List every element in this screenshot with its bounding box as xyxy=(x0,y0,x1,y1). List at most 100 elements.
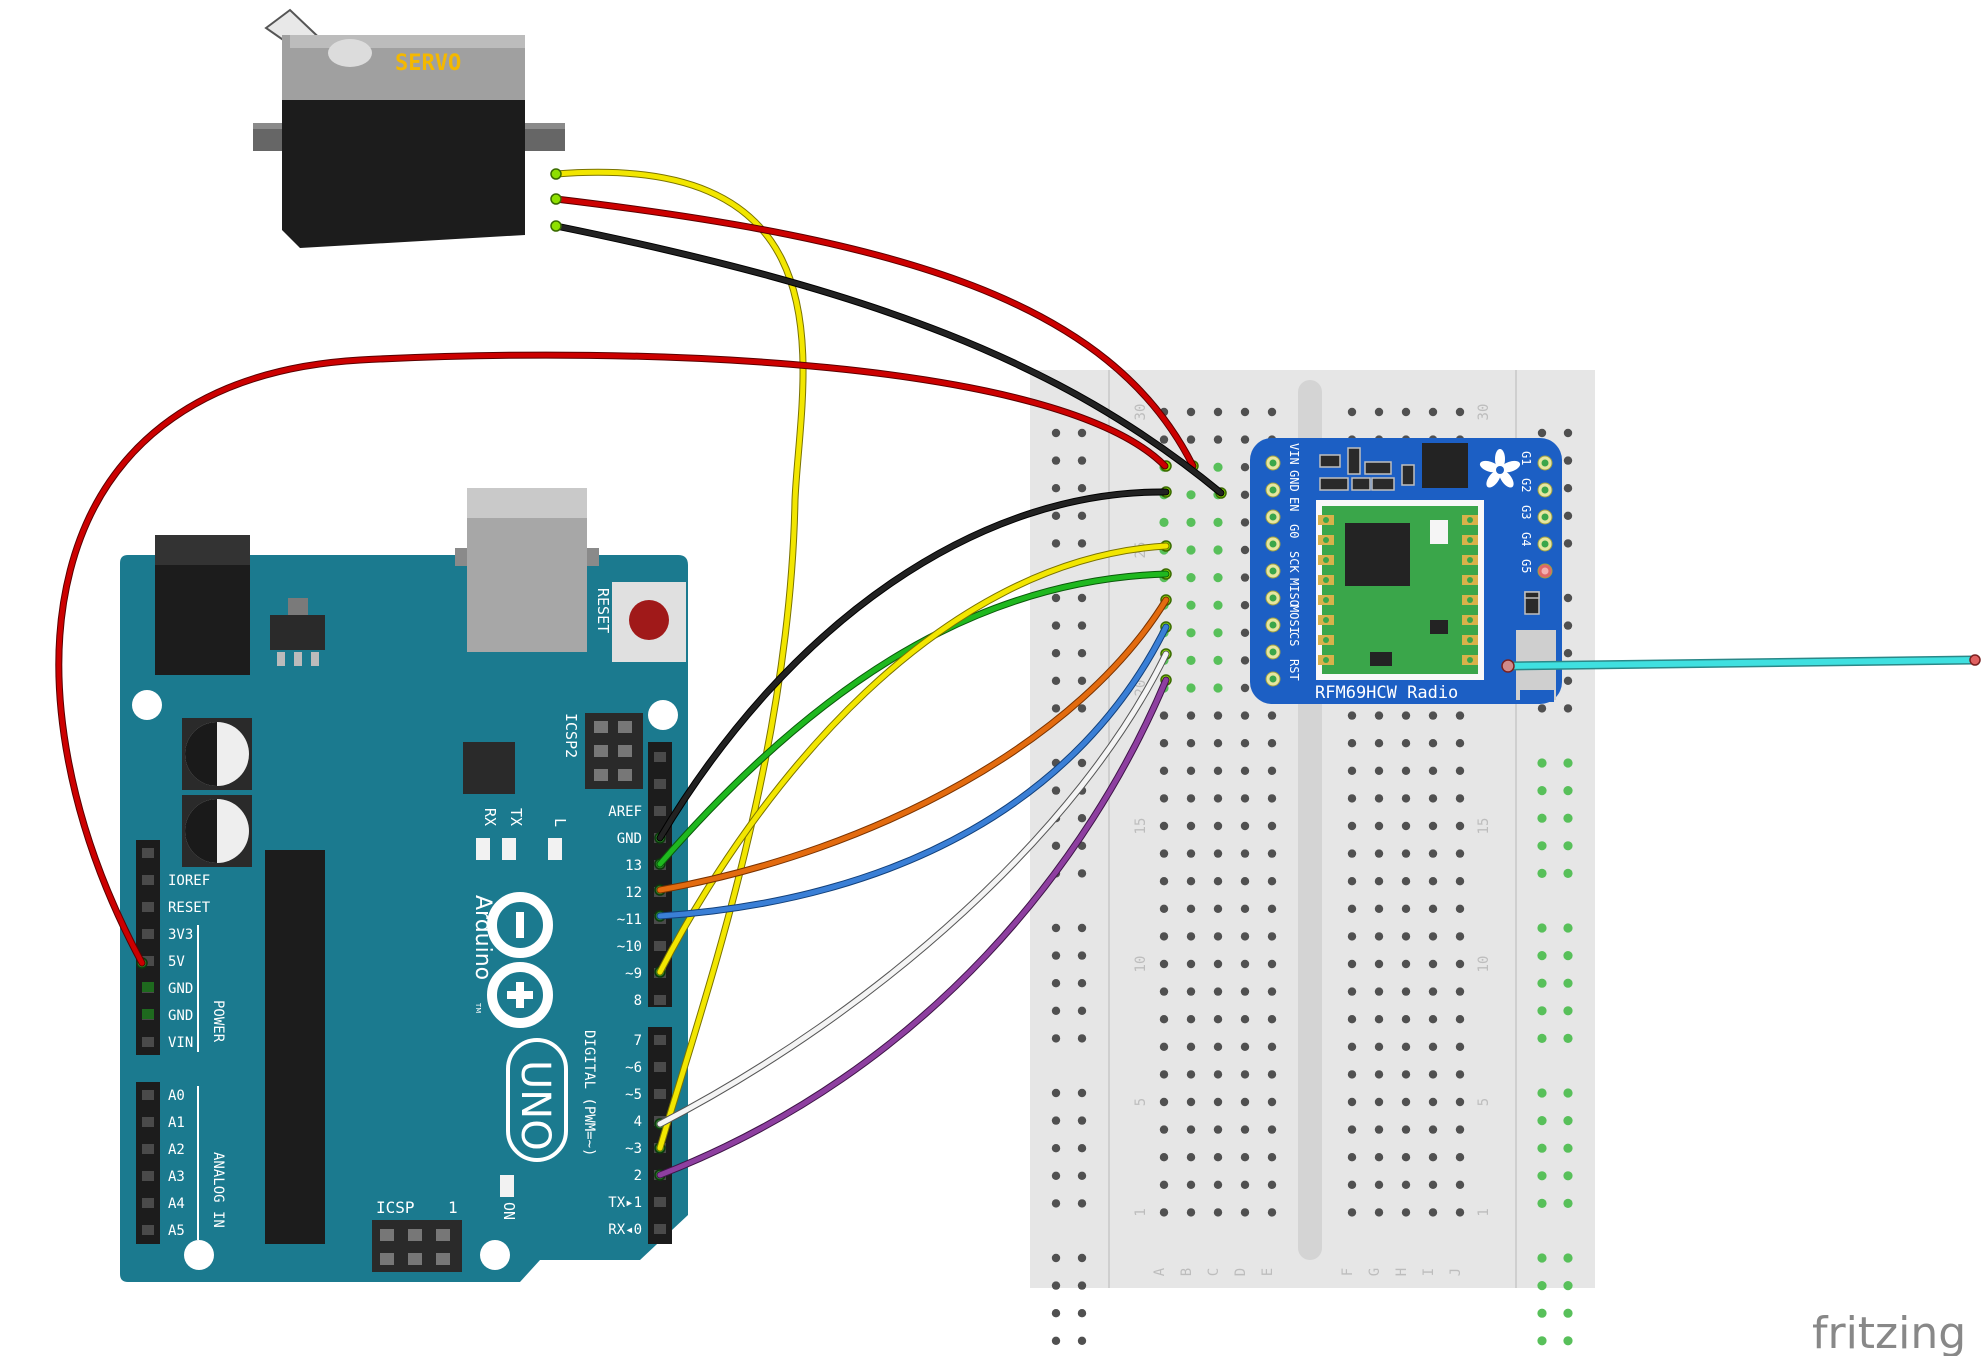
header-pin[interactable] xyxy=(142,1198,154,1208)
breadboard-hole[interactable] xyxy=(1240,1153,1250,1162)
breadboard-rail-hole-connected[interactable] xyxy=(1563,951,1573,961)
breadboard-hole[interactable] xyxy=(1240,573,1250,582)
breadboard-hole[interactable] xyxy=(1267,1097,1277,1107)
breadboard-hole[interactable] xyxy=(1240,545,1250,555)
breadboard-hole[interactable] xyxy=(1401,987,1411,996)
breadboard-rail-hole[interactable] xyxy=(1077,1144,1087,1153)
breadboard-rail-hole-connected[interactable] xyxy=(1563,786,1573,796)
icsp2-pin[interactable] xyxy=(594,745,608,757)
breadboard-hole[interactable] xyxy=(1159,1042,1169,1052)
breadboard-hole-connected[interactable] xyxy=(1213,517,1223,528)
breadboard-hole[interactable] xyxy=(1159,849,1169,858)
icsp2-pin[interactable] xyxy=(618,745,632,757)
breadboard-hole[interactable] xyxy=(1401,1180,1411,1190)
breadboard-hole[interactable] xyxy=(1428,932,1438,941)
breadboard-rail-hole[interactable] xyxy=(1563,456,1573,465)
breadboard-hole[interactable] xyxy=(1159,1125,1169,1134)
breadboard-rail-hole[interactable] xyxy=(1563,621,1573,630)
breadboard-hole[interactable] xyxy=(1428,1042,1438,1052)
breadboard-rail-hole-connected[interactable] xyxy=(1563,758,1573,768)
breadboard-rail-hole[interactable] xyxy=(1051,1336,1061,1346)
breadboard-hole[interactable] xyxy=(1374,904,1384,913)
breadboard-hole[interactable] xyxy=(1240,1070,1250,1079)
breadboard-rail-hole[interactable] xyxy=(1051,428,1061,438)
breadboard-hole[interactable] xyxy=(1428,1125,1438,1134)
breadboard-rail-hole-connected[interactable] xyxy=(1563,1033,1573,1043)
breadboard-hole-connected[interactable] xyxy=(1186,517,1196,528)
breadboard-hole-connected[interactable] xyxy=(1186,573,1196,583)
breadboard-rail-hole[interactable] xyxy=(1077,923,1087,933)
breadboard-hole[interactable] xyxy=(1374,739,1384,748)
breadboard-rail-hole[interactable] xyxy=(1563,539,1573,548)
header-pin[interactable] xyxy=(142,956,154,966)
header-pin[interactable] xyxy=(142,848,154,858)
breadboard-hole[interactable] xyxy=(1347,932,1357,941)
breadboard-hole[interactable] xyxy=(1455,849,1465,858)
header-pin[interactable] xyxy=(142,902,154,912)
breadboard-hole[interactable] xyxy=(1213,1015,1223,1024)
breadboard-rail-hole-connected[interactable] xyxy=(1563,1143,1573,1153)
breadboard-rail-hole-connected[interactable] xyxy=(1537,1198,1547,1208)
breadboard-hole[interactable] xyxy=(1267,711,1277,720)
breadboard-hole[interactable] xyxy=(1267,987,1277,996)
breadboard-hole[interactable] xyxy=(1186,877,1196,886)
breadboard-hole[interactable] xyxy=(1186,849,1196,858)
breadboard-hole[interactable] xyxy=(1267,407,1277,417)
breadboard-hole[interactable] xyxy=(1374,1125,1384,1134)
breadboard-hole[interactable] xyxy=(1374,1015,1384,1024)
breadboard-hole[interactable] xyxy=(1455,821,1465,831)
breadboard-hole[interactable] xyxy=(1347,766,1357,775)
breadboard-rail-hole-connected[interactable] xyxy=(1563,841,1573,851)
breadboard-rail-hole[interactable] xyxy=(1051,1171,1061,1181)
breadboard-hole[interactable] xyxy=(1159,1153,1169,1162)
breadboard-hole[interactable] xyxy=(1213,959,1223,969)
header-pin[interactable] xyxy=(142,1117,154,1127)
breadboard-hole[interactable] xyxy=(1455,932,1465,941)
breadboard-rail-hole-connected[interactable] xyxy=(1537,978,1547,988)
breadboard-rail-hole[interactable] xyxy=(1051,786,1061,795)
breadboard-rail-hole[interactable] xyxy=(1051,1006,1061,1015)
breadboard-hole[interactable] xyxy=(1240,518,1250,527)
breadboard-rail-hole[interactable] xyxy=(1077,704,1087,713)
breadboard-rail-hole[interactable] xyxy=(1077,1199,1087,1208)
breadboard-rail-hole[interactable] xyxy=(1051,621,1061,630)
breadboard-hole[interactable] xyxy=(1347,1015,1357,1024)
breadboard-hole[interactable] xyxy=(1213,987,1223,996)
header-pin[interactable] xyxy=(654,1035,666,1045)
breadboard-hole[interactable] xyxy=(1455,877,1465,886)
breadboard-hole[interactable] xyxy=(1240,435,1250,444)
breadboard-hole[interactable] xyxy=(1159,1070,1169,1079)
breadboard-hole[interactable] xyxy=(1428,959,1438,969)
breadboard-rail-hole[interactable] xyxy=(1051,539,1061,548)
breadboard-hole[interactable] xyxy=(1428,987,1438,996)
breadboard-hole[interactable] xyxy=(1401,1208,1411,1217)
breadboard-hole[interactable] xyxy=(1374,1180,1384,1190)
breadboard-hole[interactable] xyxy=(1267,821,1277,831)
breadboard-hole[interactable] xyxy=(1213,739,1223,748)
breadboard-hole[interactable] xyxy=(1159,435,1169,444)
breadboard-hole[interactable] xyxy=(1455,1015,1465,1024)
breadboard-rail-hole[interactable] xyxy=(1051,1309,1061,1318)
breadboard-hole[interactable] xyxy=(1455,1153,1465,1162)
breadboard-rail-hole[interactable] xyxy=(1051,1034,1061,1043)
breadboard-hole[interactable] xyxy=(1401,1097,1411,1107)
breadboard-hole[interactable] xyxy=(1240,904,1250,913)
icsp-pin[interactable] xyxy=(436,1253,450,1265)
breadboard-hole[interactable] xyxy=(1213,1125,1223,1134)
breadboard-hole[interactable] xyxy=(1428,849,1438,858)
breadboard-hole[interactable] xyxy=(1240,766,1250,775)
breadboard-rail-hole-connected[interactable] xyxy=(1537,1336,1547,1346)
breadboard-hole[interactable] xyxy=(1159,987,1169,996)
breadboard-hole[interactable] xyxy=(1267,877,1277,886)
breadboard-hole[interactable] xyxy=(1240,490,1250,499)
breadboard-hole[interactable] xyxy=(1455,1097,1465,1107)
breadboard-rail-hole-connected[interactable] xyxy=(1537,1308,1547,1318)
breadboard-rail-hole-connected[interactable] xyxy=(1537,1281,1547,1291)
breadboard-hole[interactable] xyxy=(1213,1097,1223,1107)
breadboard-hole[interactable] xyxy=(1347,1125,1357,1134)
breadboard-hole[interactable] xyxy=(1401,1042,1411,1052)
breadboard-hole[interactable] xyxy=(1401,821,1411,831)
breadboard-hole[interactable] xyxy=(1186,1070,1196,1079)
breadboard-rail-hole-connected[interactable] xyxy=(1563,923,1573,933)
breadboard-hole[interactable] xyxy=(1240,932,1250,941)
